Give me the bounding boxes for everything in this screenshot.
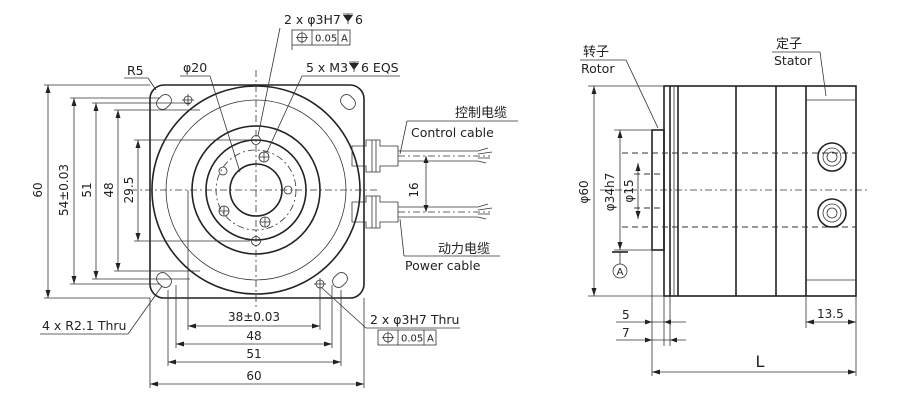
mount-slot-bl [156, 272, 172, 288]
callout-bore: φ20 [180, 60, 241, 173]
stator-body [663, 85, 857, 297]
callout-bottom-pin: 2 x φ3H7 Thru 0.05 A [321, 287, 460, 346]
dim-L: L [651, 346, 856, 376]
rotor-en: Rotor [581, 61, 615, 76]
fcf-bottom-datum: A [427, 334, 434, 345]
flange-outline [149, 84, 365, 299]
bottom-pin-hole-text: 2 x φ3H7 Thru [370, 312, 459, 327]
rotor-cn: 转子 [583, 45, 609, 60]
callout-top-pin: 2 x φ3H7 6 0.05 A [257, 12, 363, 137]
fcf-bottom: 0.05 A [377, 329, 437, 346]
control-cable-cn: 控制电缆 [455, 105, 507, 121]
dim-cable-spacing-text: 16 [407, 182, 421, 197]
dim-v-29-5: 29.5 [122, 139, 250, 242]
dim-v-54: 54±0.03 [57, 97, 160, 285]
dim-bore-diameter-text: φ15 [622, 179, 636, 202]
screw-holes-depth-text: 6 EQS [361, 60, 399, 75]
dim-v-51-text: 51 [80, 182, 94, 197]
callout-screw-holes: 5 x M3 6 EQS [266, 60, 400, 153]
top-pin-depth-text: 6 [355, 12, 363, 27]
dim-h-38: 38±0.03 [187, 190, 321, 330]
dim-h-51-text: 51 [246, 347, 261, 361]
power-cable [398, 203, 493, 220]
front-view: 16 控制电缆 Control cable 动力电缆 Power cable 2… [31, 12, 518, 388]
pin-hole-top-left [182, 94, 194, 106]
mount-slots-text: 4 x R2.1 Thru [42, 318, 126, 333]
dim-13-5-text: 13.5 [817, 307, 844, 321]
callout-corner-radius: R5 [124, 63, 157, 91]
bore-text: φ20 [183, 60, 207, 75]
screw-hole-5 [259, 216, 271, 228]
mount-slot-br [332, 272, 348, 288]
depth-symbol-icon [349, 61, 359, 72]
fcf-top: 0.05 A [291, 29, 351, 46]
mount-slot-tl [156, 94, 172, 110]
fcf-top-datum: A [341, 34, 348, 45]
dim-v-51: 51 [80, 102, 190, 280]
rotor-label: 转子 Rotor [580, 45, 659, 129]
power-cable-en: Power cable [405, 258, 481, 273]
dim-v-60: 60 [31, 84, 150, 299]
callout-mount-slots: 4 x R2.1 Thru [40, 285, 163, 335]
dim-bore-diameter: φ15 [622, 163, 641, 219]
screw-hole-1 [258, 151, 270, 163]
dim-h-38-text: 38±0.03 [228, 310, 280, 324]
dim-outer-diameter: φ60 [577, 85, 664, 297]
dim-outer-diameter-text: φ60 [577, 180, 591, 203]
control-cable [398, 147, 493, 164]
dim-shaft-diameter-text: φ34h7 [603, 173, 617, 211]
dim-h-48-text: 48 [246, 329, 261, 343]
dim-v-48-text: 48 [102, 182, 116, 197]
top-pin-hole-text: 2 x φ3H7 [284, 12, 341, 27]
dim-v-60-text: 60 [31, 182, 45, 197]
side-view: 转子 Rotor 定子 Stator φ60 φ34 [577, 37, 870, 376]
inner-pin-hole-bottom [251, 236, 261, 246]
dim-L-text: L [756, 352, 765, 371]
position-tolerance-icon [382, 331, 394, 344]
dim-v-29-5-text: 29.5 [122, 177, 136, 204]
dim-h-51: 51 [167, 290, 342, 366]
stator-cn: 定子 [776, 37, 802, 52]
mount-slot-tr [340, 94, 356, 110]
dim-shaft-diameter: φ34h7 [603, 129, 652, 251]
control-cable-gland [351, 139, 399, 173]
depth-symbol-icon [343, 13, 353, 24]
dim-v-48: 48 [102, 109, 200, 272]
stator-label: 定子 Stator [772, 37, 827, 97]
screw-hole-4 [218, 205, 230, 217]
dim-5: 5 [616, 250, 686, 346]
stator-en: Stator [774, 53, 813, 68]
screw-hole-3 [283, 185, 293, 195]
dim-h-48: 48 [175, 285, 333, 348]
dim-7: 7 [616, 326, 686, 343]
dim-v-54-text: 54±0.03 [57, 164, 71, 216]
power-cable-cn: 动力电缆 [438, 241, 490, 257]
control-cable-label: 控制电缆 Control cable [399, 105, 518, 155]
dim-cable-spacing: 16 [407, 156, 429, 212]
screw-hole-2 [218, 166, 228, 176]
power-cable-label: 动力电缆 Power cable [399, 218, 500, 273]
fcf-top-tol: 0.05 [315, 34, 337, 45]
corner-radius-text: R5 [127, 63, 144, 78]
side-gland-top [817, 142, 847, 172]
dim-13-5: 13.5 [805, 296, 857, 376]
inner-pin-hole-top [251, 135, 261, 145]
fcf-bottom-tol: 0.05 [401, 334, 423, 345]
position-tolerance-icon [296, 31, 308, 44]
side-gland-bottom [817, 198, 847, 228]
power-cable-gland [351, 195, 399, 229]
dim-h-60: 60 [149, 298, 365, 388]
control-cable-en: Control cable [411, 125, 494, 140]
screw-holes-text: 5 x M3 [306, 60, 348, 75]
datum-a-text: A [617, 267, 624, 278]
dim-5-text: 5 [622, 308, 630, 322]
dim-h-60-text: 60 [246, 369, 261, 383]
datum-a: A [612, 251, 628, 279]
dim-7-text: 7 [622, 326, 630, 340]
